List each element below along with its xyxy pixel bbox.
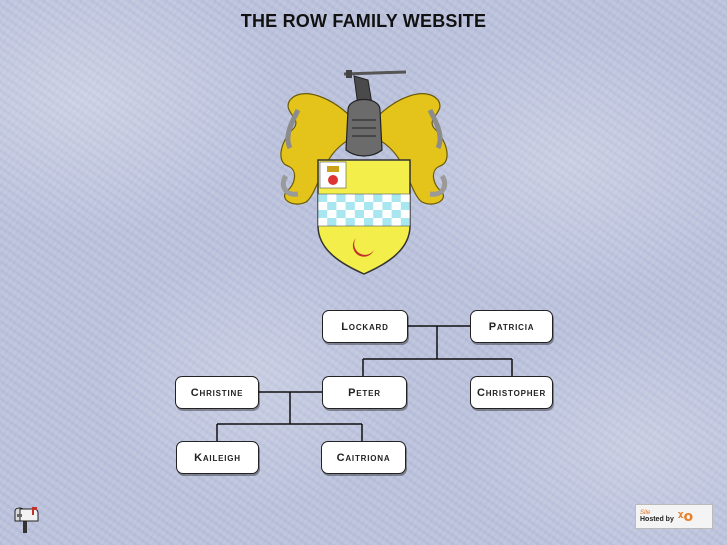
- page-title: THE ROW FAMILY WEBSITE: [240, 11, 487, 31]
- tree-node-peter[interactable]: Peter: [322, 376, 407, 409]
- tree-node-patricia[interactable]: Patricia: [470, 310, 553, 343]
- tree-node-christine[interactable]: Christine: [175, 376, 259, 409]
- hosted-by-label: Hosted by: [640, 516, 674, 523]
- tree-node-kaileigh[interactable]: Kaileigh: [176, 441, 259, 474]
- host-logo-icon: ᵡo: [677, 508, 694, 525]
- tree-node-christopher[interactable]: Christopher: [470, 376, 553, 409]
- tree-node-lockard[interactable]: Lockard: [322, 310, 408, 343]
- coat-of-arms-icon: [280, 70, 448, 275]
- hosted-site-label: Site: [640, 510, 651, 516]
- hosted-by-badge[interactable]: Site Hosted by ᵡo: [635, 504, 713, 529]
- tree-node-caitriona[interactable]: Caitriona: [321, 441, 406, 474]
- mailbox-icon[interactable]: [12, 505, 40, 533]
